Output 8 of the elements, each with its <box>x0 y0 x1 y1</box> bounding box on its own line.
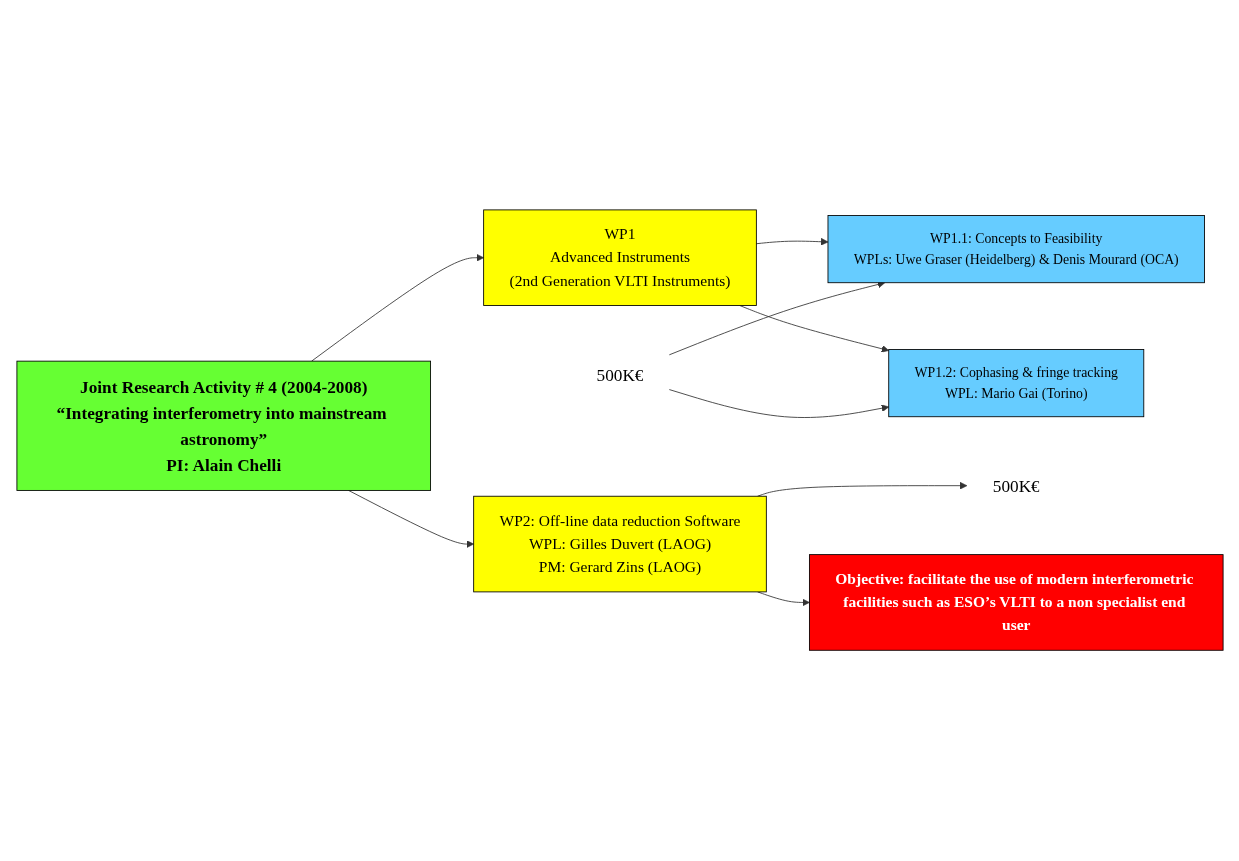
node-box: WP1.2: Cophasing & fringe tracking WPL: Mario Gai (Torino) <box>887 349 1144 418</box>
node-box: WP2: Off-line data reduction Software WPL: Gilles Duvert (LAOG) PM: Gerard Zins (LAOG) <box>472 496 767 593</box>
node-box: WP1 Advanced Instruments (2nd Generation VLTI Instruments) <box>482 209 757 307</box>
node-box: Joint Research Activity # 4 (2004-2008) “Integrating interferometry into mainstream astronomy” PI: Alain Chelli <box>16 361 431 492</box>
node-box: Objective: facilitate the use of modern interferometric facilities such as ESO’s VLTI to a non specialist end user <box>808 554 1223 652</box>
node-text: 500K€ <box>596 365 643 385</box>
node-box: WP1.1: Concepts to Feasibility WPLs: Uwe Graser (Heidelberg) & Denis Mourard (OCA) <box>827 215 1205 284</box>
node-text: 500K€ <box>992 476 1040 496</box>
